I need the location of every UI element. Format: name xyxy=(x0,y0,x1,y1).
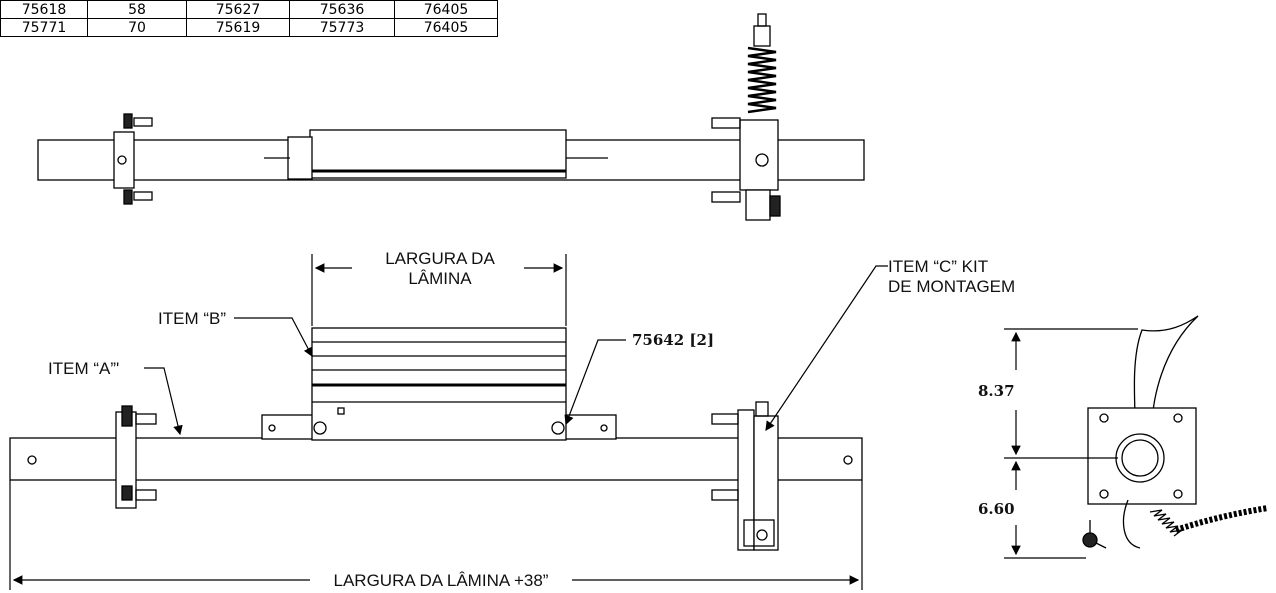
front-left-clamp xyxy=(115,405,157,509)
table-cell: 70 xyxy=(87,18,187,37)
dimension-8-37: 8.37 xyxy=(978,382,1015,400)
top-view xyxy=(37,13,865,221)
bolt-hole xyxy=(843,455,853,465)
front-blade xyxy=(311,327,567,441)
table-cell: 75771 xyxy=(0,18,88,37)
blade-width-label-2: LÂMINA xyxy=(408,269,472,288)
bolt-hole xyxy=(27,455,37,465)
top-right-tensioner xyxy=(711,13,781,221)
overall-width-label: LARGURA DA LÂMINA +38” xyxy=(334,571,549,590)
front-view xyxy=(9,327,863,551)
table-cell: 76405 xyxy=(394,0,498,19)
table-cell: 76405 xyxy=(394,18,498,37)
top-left-clamp xyxy=(113,113,153,205)
part-number-75642: 75642 [2] xyxy=(632,331,714,349)
item-b-label: ITEM “B” xyxy=(158,309,226,328)
dimension-6-60: 6.60 xyxy=(978,500,1015,518)
item-c-label: ITEM “C” KIT xyxy=(888,257,988,276)
table-row: 75618 58 75627 75636 76405 xyxy=(0,0,498,19)
item-c-label-2: DE MONTAGEM xyxy=(888,277,1015,296)
side-view xyxy=(1082,315,1269,549)
table-row: 75771 70 75619 75773 76405 xyxy=(0,18,498,37)
top-blade xyxy=(264,129,608,180)
front-mainframe-bar xyxy=(9,437,863,481)
table-cell: 75619 xyxy=(186,18,290,37)
item-a-label: ITEM “A”' xyxy=(48,359,119,378)
front-right-mount-kit xyxy=(711,401,779,551)
parts-table: 75618 58 75627 75636 76405 75771 70 7561… xyxy=(0,0,498,37)
dimension-lines xyxy=(9,254,1138,590)
blade-width-label: LARGURA DA xyxy=(385,249,495,268)
